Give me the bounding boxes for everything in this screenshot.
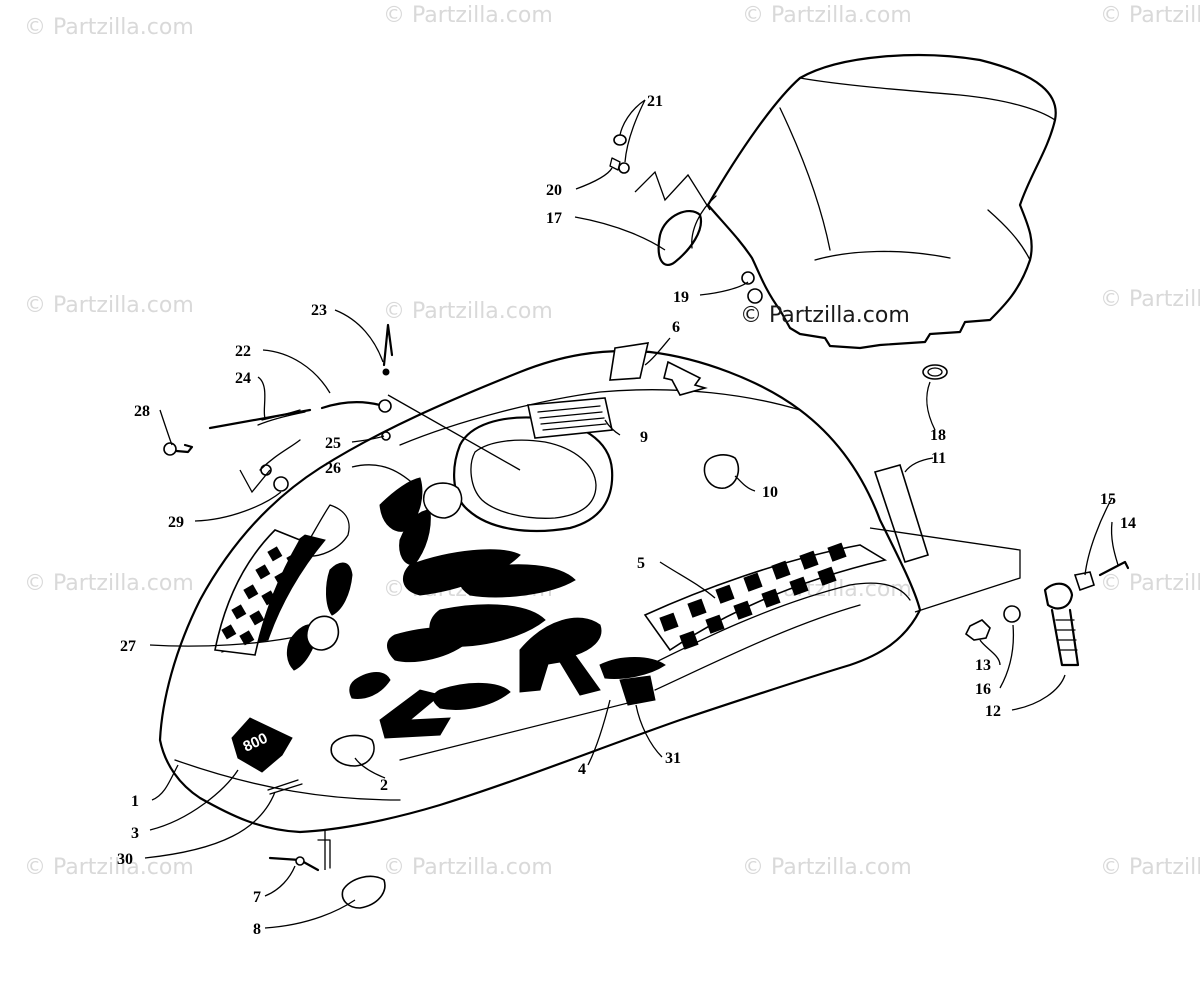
callout-31: 31 — [665, 750, 681, 767]
callout-10: 10 — [762, 484, 778, 501]
callout-26: 26 — [325, 460, 341, 477]
callout-14: 14 — [1120, 515, 1136, 532]
callout-5: 5 — [637, 555, 645, 572]
callout-18: 18 — [930, 427, 946, 444]
callout-19: 19 — [673, 289, 689, 306]
callout-25: 25 — [325, 435, 341, 452]
callout-labels: 1 2 3 4 5 6 7 8 9 10 11 12 13 14 15 16 1… — [117, 93, 1136, 938]
callout-leaders — [144, 99, 1119, 929]
watermark: © Partzilla.com — [383, 299, 553, 324]
hood-body — [158, 349, 922, 834]
callout-23: 23 — [311, 302, 327, 319]
callout-12: 12 — [985, 703, 1001, 720]
callout-21: 21 — [647, 93, 663, 110]
callout-13: 13 — [975, 657, 991, 674]
callout-17: 17 — [546, 210, 562, 227]
watermark: © Partzilla.com — [1100, 855, 1200, 880]
callout-7: 7 — [253, 889, 261, 906]
watermark-center: © Partzilla.com — [740, 303, 910, 328]
callout-15: 15 — [1100, 491, 1116, 508]
callout-9: 9 — [640, 429, 648, 446]
callout-22: 22 — [235, 343, 251, 360]
callout-3: 3 — [131, 825, 139, 842]
bottom-hardware — [268, 839, 386, 909]
callout-8: 8 — [253, 921, 261, 938]
callout-20: 20 — [546, 182, 562, 199]
callout-27: 27 — [120, 638, 136, 655]
callout-4: 4 — [578, 761, 586, 778]
checkered-flag-right — [643, 542, 888, 652]
watermark: © Partzilla.com — [383, 3, 553, 28]
watermark: © Partzilla.com — [383, 855, 553, 880]
watermark: © Partzilla.com — [24, 15, 194, 40]
callout-2: 2 — [380, 777, 388, 794]
callout-30: 30 — [117, 851, 133, 868]
callout-24: 24 — [235, 370, 251, 387]
watermark: © Partzilla.com — [1100, 3, 1200, 28]
watermark: © Partzilla.com — [742, 855, 912, 880]
watermark: © Partzilla.com — [742, 3, 912, 28]
callout-29: 29 — [168, 514, 184, 531]
callout-11: 11 — [931, 450, 946, 467]
callout-16: 16 — [975, 681, 991, 698]
windshield-hardware — [609, 134, 948, 380]
watermark: © Partzilla.com — [1100, 287, 1200, 312]
callout-1: 1 — [131, 793, 139, 810]
callout-6: 6 — [672, 319, 680, 336]
checkered-flag-left — [214, 529, 302, 656]
hood-decals: 800 — [231, 342, 930, 795]
badge-800: 800 — [231, 717, 293, 773]
callout-28: 28 — [134, 403, 150, 420]
watermark: © Partzilla.com — [24, 571, 194, 596]
watermark: © Partzilla.com — [24, 293, 194, 318]
watermark: © Partzilla.com — [24, 855, 194, 880]
watermark: © Partzilla.com — [1100, 571, 1200, 596]
watermark-layer: © Partzilla.com © Partzilla.com © Partzi… — [24, 3, 1200, 880]
relation-lines — [239, 170, 1021, 870]
windshield — [657, 54, 1057, 350]
bracket-assembly — [964, 560, 1130, 667]
